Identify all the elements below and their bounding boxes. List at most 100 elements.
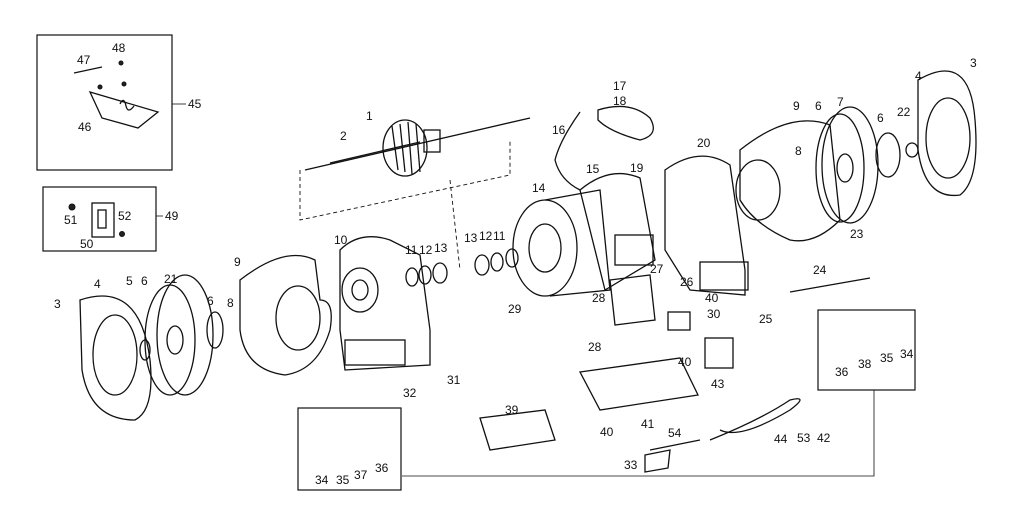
- callout-51: 51: [64, 213, 78, 227]
- callout-47: 47: [77, 53, 91, 67]
- callout-54: 54: [668, 426, 682, 440]
- callout-1: 1: [366, 109, 373, 123]
- callout-8-right: 8: [795, 144, 802, 158]
- callout-21: 21: [164, 272, 178, 286]
- switch-plate-50-icon: [68, 202, 125, 238]
- end-bell-20-icon: [664, 155, 749, 296]
- callout-20: 20: [697, 136, 711, 150]
- callout-9-right: 9: [793, 99, 800, 113]
- callout-43: 43: [711, 377, 725, 391]
- callout-6-a: 6: [815, 99, 822, 113]
- inset-box-34-37: [297, 407, 402, 491]
- callout-46: 46: [78, 120, 92, 134]
- inset-box-36-34: [817, 309, 916, 391]
- callout-12-right: 12: [479, 229, 493, 243]
- callout-14: 14: [532, 181, 546, 195]
- callout-30: 30: [707, 307, 721, 321]
- stator-14-icon: [512, 189, 611, 297]
- callout-31: 31: [447, 373, 461, 387]
- callout-32: 32: [403, 386, 417, 400]
- callout-28-a: 28: [592, 291, 606, 305]
- bearings-11-13-right-icon: [474, 248, 519, 276]
- callout-9-left: 9: [234, 255, 241, 269]
- callout-12-left: 12: [419, 243, 433, 257]
- base-plate-39-icon: [479, 409, 556, 451]
- callout-39: 39: [505, 403, 519, 417]
- callout-26: 26: [680, 275, 694, 289]
- callout-41: 41: [641, 417, 655, 431]
- callout-7: 7: [837, 95, 844, 109]
- callout-4-right: 4: [915, 69, 922, 83]
- base-33-icon: [578, 357, 699, 411]
- callout-52: 52: [118, 209, 132, 223]
- callout-25: 25: [759, 312, 773, 326]
- callout-19: 19: [630, 161, 644, 175]
- callout-28-b: 28: [588, 340, 602, 354]
- callout-15: 15: [586, 162, 600, 176]
- callout-13-left: 13: [434, 241, 448, 255]
- power-cord-44-icon: [644, 398, 801, 473]
- callout-44: 44: [774, 432, 788, 446]
- callout-11-left: 11: [405, 243, 418, 257]
- tie-rod-24-icon: [789, 277, 871, 293]
- grinding-wheel-21-icon: [139, 274, 224, 396]
- callout-17: 17: [613, 79, 627, 93]
- motor-housing-10-icon: [339, 236, 431, 371]
- callout-16: 16: [552, 123, 566, 137]
- callout-34-inset: 34: [315, 473, 329, 487]
- callout-35-box: 35: [880, 351, 894, 365]
- cord-16-icon: [554, 105, 654, 191]
- callout-4-left: 4: [94, 277, 101, 291]
- callout-6-d: 6: [207, 294, 214, 308]
- callout-40-c: 40: [600, 425, 614, 439]
- callout-3-left: 3: [54, 297, 61, 311]
- callout-3-right: 3: [970, 56, 977, 70]
- callout-10: 10: [334, 233, 348, 247]
- callout-27: 27: [650, 262, 664, 276]
- callout-34-box: 34: [900, 347, 914, 361]
- callout-23: 23: [850, 227, 864, 241]
- callout-49: 49: [165, 209, 179, 223]
- callout-40-b: 40: [678, 355, 692, 369]
- wheel-guard-9-right-icon: [735, 120, 841, 242]
- inset-box-49: [42, 186, 157, 252]
- callout-35-inset: 35: [336, 473, 350, 487]
- grinding-wheel-7-icon: [815, 106, 879, 224]
- armature-shaft-icon: [304, 117, 531, 177]
- callout-29: 29: [508, 302, 522, 316]
- switch-43-icon: [704, 337, 734, 369]
- callout-36-box: 36: [835, 365, 849, 379]
- callout-53: 53: [797, 431, 811, 445]
- plate-46-icon: [73, 60, 160, 129]
- armature-bracket: [299, 140, 511, 221]
- wheel-guard-4-right-icon: [917, 70, 977, 197]
- callout-50: 50: [80, 237, 94, 251]
- inset-box-45: [36, 34, 173, 171]
- nut-22-icon: [905, 142, 919, 158]
- callout-11-right: 11: [493, 229, 506, 243]
- callout-45: 45: [188, 97, 202, 111]
- callout-13-right: 13: [464, 231, 478, 245]
- leader-33: [402, 390, 875, 477]
- flange-6-right-icon: [875, 132, 901, 178]
- callout-8-left: 8: [227, 296, 234, 310]
- callout-24: 24: [813, 263, 827, 277]
- callout-5: 5: [126, 274, 133, 288]
- switch-30-icon: [667, 311, 691, 331]
- callout-6-c: 6: [141, 274, 148, 288]
- callout-36-inset: 36: [375, 461, 389, 475]
- motor-frame-15-icon: [579, 172, 656, 292]
- callout-2: 2: [340, 129, 347, 143]
- wheel-guard-9-left-icon: [239, 254, 332, 376]
- callout-6-b: 6: [877, 111, 884, 125]
- callout-40-a: 40: [705, 291, 719, 305]
- callout-42: 42: [817, 431, 831, 445]
- callout-18: 18: [613, 94, 627, 108]
- callout-22: 22: [897, 105, 911, 119]
- bracket-27-icon: [609, 274, 656, 326]
- callout-48: 48: [112, 41, 126, 55]
- bearings-11-13-left-icon: [405, 262, 448, 287]
- callout-33: 33: [624, 458, 638, 472]
- wheel-guard-4-left-icon: [79, 295, 152, 421]
